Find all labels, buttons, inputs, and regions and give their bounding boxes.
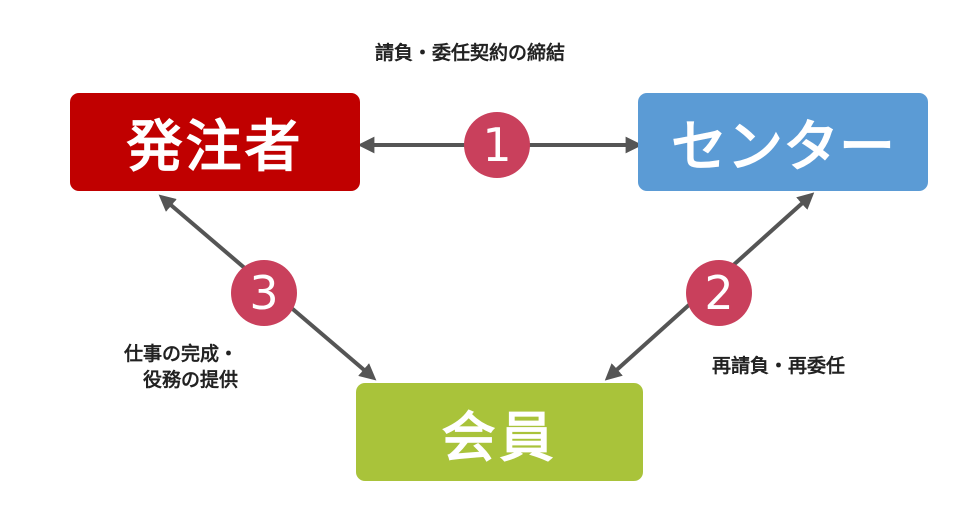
step-3-badge: 3 <box>231 260 297 326</box>
step-3-label: 仕事の完成・ 役務の提供 <box>124 341 238 393</box>
step-1-badge: 1 <box>464 112 530 178</box>
step-3-label-line2: 役務の提供 <box>143 369 239 391</box>
step-1-label: 請負・委任契約の締結 <box>375 42 566 64</box>
center-box: センター <box>638 93 928 191</box>
client-box: 発注者 <box>70 93 360 191</box>
member-box: 会員 <box>356 383 643 481</box>
step-2-badge: 2 <box>686 260 752 326</box>
step-3-label-line1: 仕事の完成・ <box>124 343 239 365</box>
step-2-label: 再請負・再委任 <box>712 355 846 377</box>
